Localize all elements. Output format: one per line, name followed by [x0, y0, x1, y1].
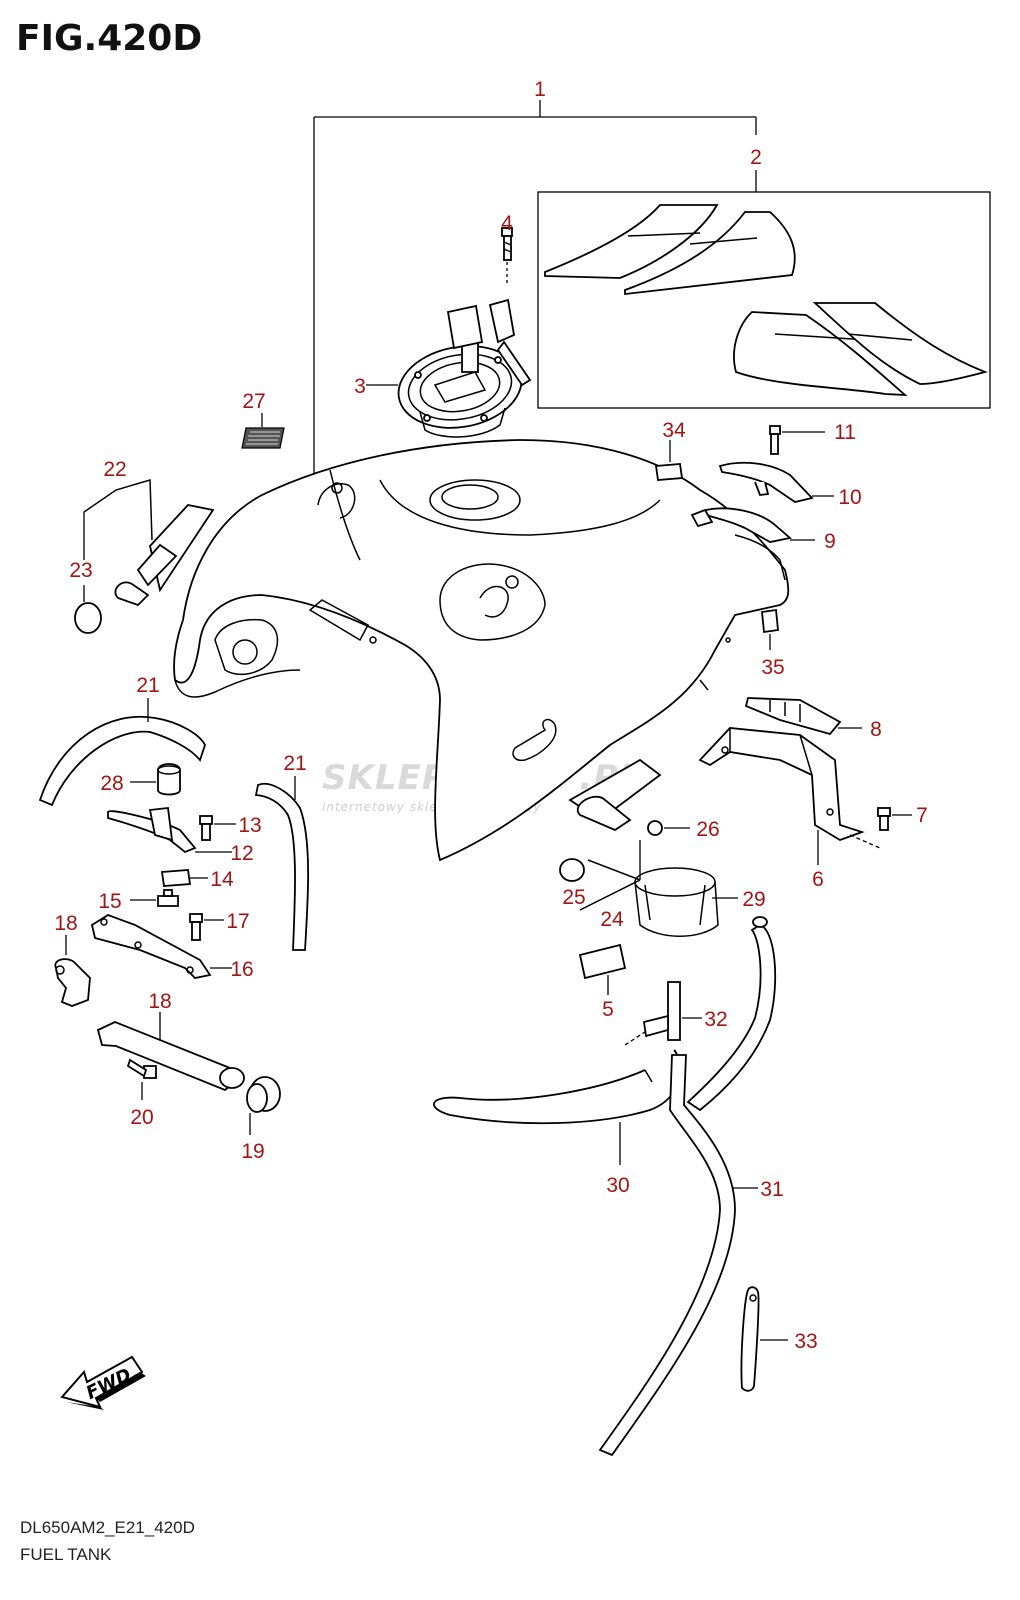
callout-11: 11: [834, 421, 856, 444]
pad-part-35: [761, 608, 779, 650]
callout-6: 6: [812, 868, 824, 891]
callout-5: 5: [602, 998, 614, 1021]
clamp-part-22: [83, 479, 215, 607]
hose-part-31: [598, 916, 777, 1457]
callout-19: 19: [241, 1140, 264, 1163]
callout-13: 13: [238, 814, 261, 837]
t-joint-part-32: [624, 981, 702, 1046]
callout-10: 10: [838, 486, 861, 509]
clamp-assembly-part-24: [559, 758, 662, 911]
figure-name: FUEL TANK: [20, 1545, 112, 1564]
bolt-part-26: [647, 820, 690, 836]
callout-7: 7: [916, 804, 928, 827]
grommet-part-18a: [54, 935, 91, 1007]
hose-part-21a: [38, 698, 206, 807]
hose-part-30: [433, 1049, 681, 1165]
nut-part-15: [130, 889, 179, 907]
bolt-part-7: [877, 807, 912, 831]
callout-25: 25: [562, 886, 585, 909]
cushion-part-28: [130, 763, 181, 796]
cushion-part-5: [578, 943, 627, 995]
collar-part-19: [246, 1076, 281, 1135]
callout-18a: 18: [54, 912, 77, 935]
assembly-bracket-lines: [313, 100, 991, 485]
callout-21b: 21: [283, 752, 306, 775]
bolt-part-17: [189, 913, 224, 941]
callout-20: 20: [130, 1106, 153, 1129]
callout-31: 31: [760, 1178, 783, 1201]
bolt-part-11: [769, 425, 825, 455]
callout-1: 1: [534, 78, 546, 101]
callout-28: 28: [100, 772, 123, 795]
callout-4: 4: [501, 212, 513, 235]
pump-holder-part-29: [634, 867, 738, 937]
callout-22: 22: [103, 458, 126, 481]
callout-3: 3: [354, 375, 366, 398]
bracket-part-6: [698, 727, 881, 865]
bracket-part-9: [690, 507, 815, 543]
bolt-part-13: [199, 815, 236, 841]
callout-27: 27: [242, 390, 265, 413]
bracket-part-18b: [96, 1012, 245, 1092]
figure-title: FIG.420D: [16, 18, 203, 59]
callout-34: 34: [662, 419, 686, 442]
callout-33: 33: [794, 1330, 817, 1353]
figure-code: DL650AM2_E21_420D: [20, 1518, 195, 1537]
nut-part-14: [160, 869, 208, 887]
forward-direction-arrow: FWD: [60, 1355, 146, 1410]
callout-18b: 18: [148, 990, 171, 1013]
callout-14: 14: [210, 868, 234, 891]
callout-8: 8: [870, 718, 882, 741]
callout-15: 15: [98, 890, 121, 913]
bracket-part-16: [90, 914, 232, 979]
screw-part-4: [501, 227, 513, 285]
callout-2: 2: [750, 146, 762, 169]
bracket-part-12: [107, 807, 232, 854]
fuel-tank-body: [173, 439, 790, 862]
pad-part-34: [654, 440, 684, 481]
bolt-part-20: [126, 1058, 157, 1100]
callout-9: 9: [824, 530, 836, 553]
callout-26: 26: [696, 818, 719, 841]
callout-24: 24: [600, 908, 624, 931]
strap-part-33: [740, 1286, 788, 1392]
callout-16: 16: [230, 958, 253, 981]
callout-12: 12: [230, 842, 253, 865]
callout-30: 30: [606, 1174, 629, 1197]
bracket-part-10: [718, 461, 834, 503]
callout-17: 17: [226, 910, 249, 933]
decal-part-27: [241, 413, 285, 449]
emblem-decal-set: [544, 204, 988, 397]
callout-29: 29: [742, 888, 765, 911]
callout-32: 32: [704, 1008, 727, 1031]
cap-part-23: [74, 512, 102, 634]
callout-21a: 21: [136, 674, 159, 697]
callout-labels: 1 2 3 4 5 6 7 8 9 10 11 12 13 14 15 16 1…: [54, 78, 928, 1353]
fuel-cap-assembly: [366, 298, 532, 438]
callout-23: 23: [69, 559, 92, 582]
hose-part-21b: [254, 776, 310, 951]
callout-35: 35: [761, 656, 784, 679]
rubber-strip-part-8: [744, 697, 862, 736]
